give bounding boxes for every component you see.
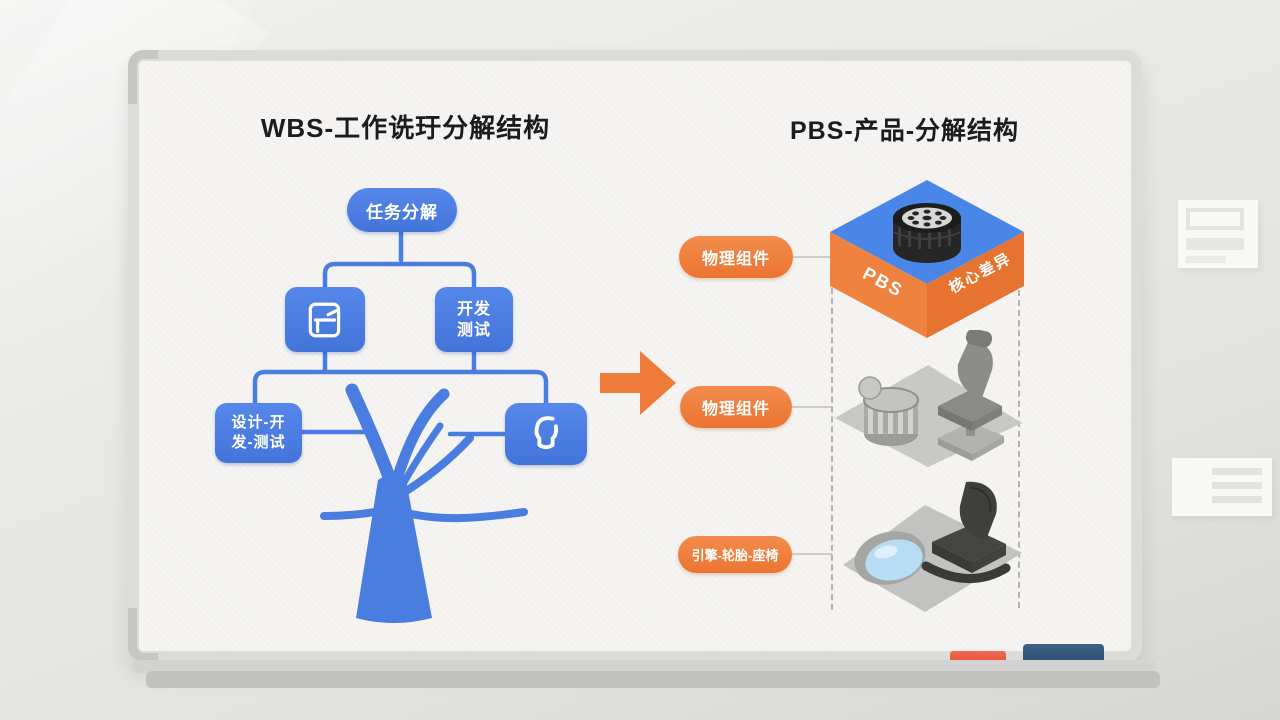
note-text-bar [1212, 496, 1262, 503]
pbs-label-2: 物理组件 [680, 386, 792, 428]
wbs-tree-diagram [252, 229, 549, 623]
wall-note-bottom [1172, 458, 1272, 516]
connector-stub [793, 256, 832, 258]
wbs-node-taskboard [285, 287, 365, 352]
seat-icon [921, 481, 1011, 583]
bare-tree [320, 383, 528, 623]
pbs-label-2-text: 物理组件 [701, 401, 770, 418]
pbs-title: PBS-产品-分解结构 [789, 117, 1020, 145]
pbs-label-3: 引擎-轮胎-座椅 [678, 536, 792, 573]
right-arrow-icon [600, 351, 676, 415]
design-line2: 发-测试 [231, 434, 286, 451]
note-text-bar [1212, 482, 1262, 489]
pbs-cube [830, 180, 1024, 338]
tire-icon [892, 203, 962, 263]
drum-icon [858, 376, 919, 446]
wbs-root-label: 任务分解 [366, 202, 438, 222]
mirror-icon [854, 531, 926, 585]
design-line1: 设计-开 [231, 414, 286, 431]
pbs-tier-seat-drum [835, 330, 1022, 467]
pbs-label-1-text: 物理组件 [701, 251, 770, 268]
task-board-icon [308, 302, 341, 337]
whiteboard-corner-accent [128, 608, 158, 662]
whiteboard-tray [132, 660, 1156, 673]
note-text-bar [1186, 238, 1244, 250]
cube-left-face [830, 232, 927, 338]
whiteboard-corner-accent [128, 50, 158, 104]
devtest-line1: 开发 [456, 300, 491, 318]
seat-icon [938, 330, 1004, 461]
pbs-tier-seat-mirror [843, 481, 1022, 612]
connector-stub [792, 406, 832, 408]
dashed-guide-left [831, 288, 833, 610]
wall-note-top [1178, 200, 1258, 268]
whiteboard-tray-shadow [146, 671, 1160, 688]
pbs-label-3-text: 引擎-轮胎-座椅 [691, 548, 779, 563]
wbs-node-devtest: 开发 测试 [435, 287, 513, 352]
wbs-node-design: 设计-开 发-测试 [215, 403, 302, 463]
pbs-label-1: 物理组件 [679, 236, 793, 278]
cube-right-face [927, 232, 1024, 338]
note-text-bar [1186, 256, 1226, 263]
wbs-node-person [505, 403, 587, 465]
connector-stub [792, 553, 832, 555]
wbs-root-node: 任务分解 [347, 188, 457, 232]
note-outline-box [1186, 208, 1244, 230]
devtest-line2: 测试 [456, 321, 491, 339]
dashed-guide-right [1018, 290, 1020, 608]
note-text-bar [1212, 468, 1262, 475]
wbs-title: WBS-工作诜玗分解结构 [260, 113, 551, 143]
connector-lines [252, 229, 549, 437]
person-icon [534, 416, 559, 450]
